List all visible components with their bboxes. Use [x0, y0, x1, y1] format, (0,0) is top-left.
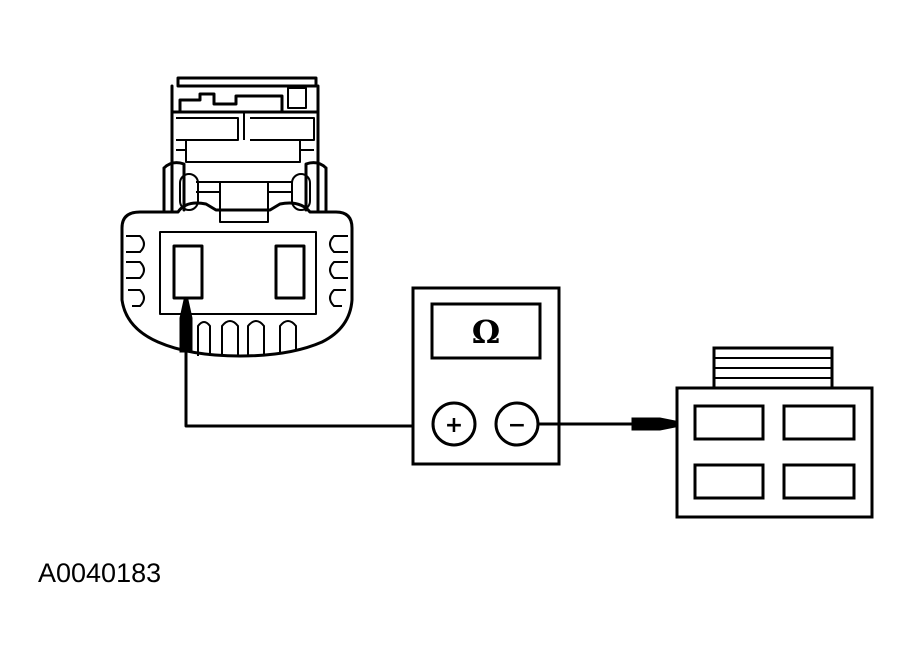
multimeter: Ω + − [411, 286, 561, 466]
positive-probe-tip [179, 299, 193, 353]
negative-terminal-label: − [508, 413, 526, 438]
positive-terminal-label: + [445, 413, 463, 438]
connector-center-rails [196, 181, 292, 193]
positive-terminal [431, 401, 477, 447]
harness-terminal-4 [782, 463, 856, 500]
connector-center-block [219, 181, 269, 223]
harness-terminal-3 [693, 463, 765, 500]
negative-probe-tip [631, 417, 691, 431]
connector-pin-cavity-1 [172, 244, 204, 300]
connector-bottom-ribs [197, 320, 297, 356]
multimeter-display-symbol: Ω [472, 313, 500, 351]
connector-right-latch [304, 161, 328, 212]
figure-id: A0040183 [38, 558, 162, 588]
multimeter-display [430, 302, 542, 360]
connector-left-latch [162, 161, 186, 212]
harness-latch-ribs [714, 357, 832, 379]
connector-top-tab [176, 76, 318, 88]
connector-lock-window [287, 87, 307, 109]
connector-right-ribs [329, 235, 348, 307]
harness-terminal-2 [782, 404, 856, 441]
connector-face-plate [159, 231, 317, 315]
connector-left-ribs [126, 235, 145, 307]
connector-lock-body [170, 84, 320, 212]
negative-test-lead [536, 417, 691, 431]
harness-terminal-1 [693, 404, 765, 441]
connector-pin-cavity-2 [274, 244, 306, 300]
component-connector [120, 76, 354, 358]
harness-connector [675, 346, 874, 519]
positive-lead-wire [184, 350, 434, 428]
connector-lock-details [176, 112, 315, 163]
positive-test-lead [179, 299, 434, 428]
